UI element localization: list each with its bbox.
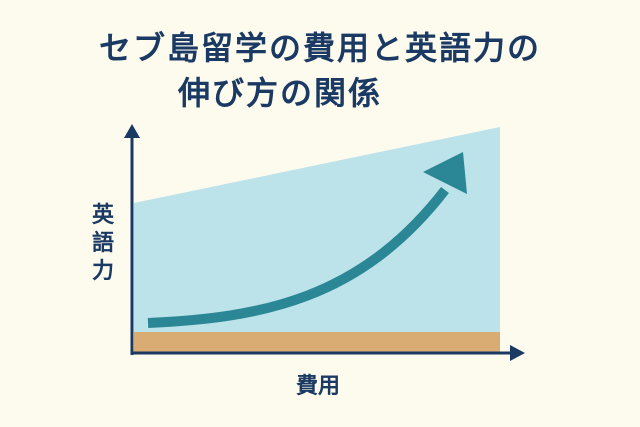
y-axis-label: 英 語 力 — [90, 202, 116, 286]
growth-arrowhead-icon — [423, 152, 467, 194]
x-axis-arrow-icon — [510, 345, 525, 361]
y-label-char: 力 — [91, 259, 114, 284]
y-axis-arrow-icon — [124, 124, 140, 138]
title-line-2: 伸び方の関係 — [177, 74, 382, 112]
y-label-char: 語 — [91, 231, 114, 256]
growth-arrow-icon — [147, 186, 449, 328]
cost-band — [134, 332, 500, 352]
title-line-1: セブ島留学の費用と英語力の — [98, 29, 541, 67]
growth-area — [134, 127, 500, 333]
y-label-char: 英 — [91, 203, 114, 228]
x-axis-label: 費用 — [296, 374, 341, 399]
